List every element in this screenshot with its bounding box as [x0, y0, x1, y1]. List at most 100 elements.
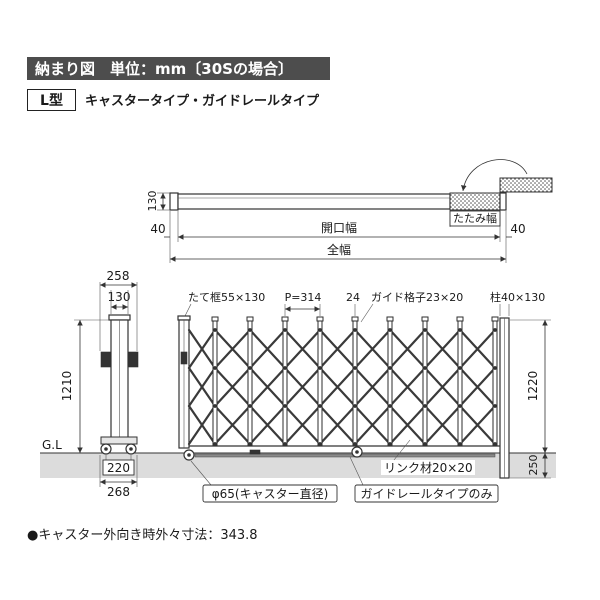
lattice-bar-cap	[211, 316, 219, 322]
lattice-pivot	[493, 404, 497, 408]
lattice-pivot	[353, 366, 357, 370]
lattice-pivot	[423, 366, 427, 370]
lattice-bar-cap	[281, 316, 289, 322]
lattice-link	[248, 328, 287, 370]
lattice-vertical-bar	[352, 320, 358, 447]
lattice-pivot	[353, 404, 357, 408]
side-height-label: 1210	[60, 371, 74, 402]
ground-level-label: G.L	[42, 438, 62, 452]
caster-label-frame	[202, 484, 338, 503]
type-badge-frame	[27, 89, 76, 111]
lattice-link	[353, 404, 392, 446]
lattice-pivot	[458, 366, 462, 370]
header-bar	[27, 57, 330, 80]
gap-label: 24	[346, 291, 360, 304]
lattice-pivot	[493, 442, 497, 446]
embed-depth-label: 250	[527, 455, 540, 476]
lattice-pivot	[493, 328, 497, 332]
type-row: L型 キャスタータイプ・ガイドレールタイプ	[27, 89, 320, 111]
front-caster-middle-hub	[355, 450, 359, 454]
stile-handle	[180, 351, 188, 365]
type-description: キャスタータイプ・ガイドレールタイプ	[85, 94, 320, 109]
lattice-pivot	[248, 366, 252, 370]
lattice-vertical-bar	[212, 320, 218, 447]
lattice-pivot	[213, 366, 217, 370]
lattice-pivot	[213, 442, 217, 446]
lattice-link	[248, 366, 287, 408]
side-caster-left-hub	[104, 447, 108, 451]
side-post-cap	[108, 314, 131, 321]
lattice	[187, 316, 499, 447]
lattice-link	[388, 328, 427, 370]
post-label: 柱40×130	[490, 290, 545, 304]
side-bracket-left	[100, 351, 112, 368]
lattice-link	[318, 366, 357, 408]
lattice-pivot	[318, 404, 322, 408]
front-caster-left-hub	[187, 453, 191, 457]
lattice-link	[458, 366, 497, 408]
lattice-vertical-bar	[282, 320, 288, 447]
lattice-link	[353, 366, 392, 408]
footnote: ●キャスター外向き時外々寸法：343.8	[27, 527, 258, 543]
side-base-outer-label: 268	[107, 485, 130, 499]
plan-swing-arrow	[461, 159, 528, 192]
lattice-bar-cap	[456, 316, 464, 322]
rail-label-frame	[354, 484, 499, 503]
plan-folded-width-label: たたみ幅	[453, 212, 497, 225]
plan-opening-width-label: 開口幅	[321, 220, 357, 235]
lattice-bar-cap	[246, 316, 254, 322]
lattice-pivot	[248, 442, 252, 446]
lattice-pivot	[353, 328, 357, 332]
lattice-pivot	[388, 328, 392, 332]
lattice-bar-cap	[316, 316, 324, 322]
lattice-link	[248, 404, 287, 446]
lattice-pivot	[213, 328, 217, 332]
lattice-link	[388, 404, 427, 446]
lattice-pivot	[318, 442, 322, 446]
lattice-pivot	[423, 404, 427, 408]
link-leader	[393, 439, 411, 461]
lattice-link	[423, 328, 462, 370]
lattice-vertical-bar	[247, 320, 253, 447]
post-height-label: 1220	[526, 371, 540, 402]
lattice-link	[458, 328, 497, 370]
side-base-inner-frame	[102, 459, 135, 476]
lattice-bar-cap	[421, 316, 429, 322]
lattice-pivot	[423, 442, 427, 446]
lattice-pivot	[318, 328, 322, 332]
lattice-link	[353, 328, 392, 370]
plan-overall-width-label: 全幅	[327, 242, 351, 257]
lattice-pivot	[248, 404, 252, 408]
lattice-bar-cap	[491, 316, 499, 322]
plan-folded-area	[449, 192, 501, 211]
plan-depth-label: 130	[146, 191, 159, 212]
lattice-link	[283, 328, 322, 370]
guide-rail	[194, 453, 496, 458]
lattice-pivot	[388, 404, 392, 408]
guide-lattice-leader	[360, 303, 374, 323]
link-label-bg	[381, 460, 475, 475]
lattice-link	[318, 404, 357, 446]
guide-lattice-label: ガイド格子23×20	[371, 290, 463, 304]
lattice-vertical-bar	[422, 320, 428, 447]
plan-swung-folded-area	[499, 177, 553, 193]
side-base-inner-label: 220	[107, 461, 130, 475]
plan-left-post	[169, 192, 179, 211]
rail-leader	[349, 456, 364, 486]
lattice-pivot	[283, 366, 287, 370]
lattice-link	[388, 366, 427, 408]
lattice-vertical-bar	[492, 320, 498, 447]
lattice-bar-cap	[351, 316, 359, 322]
lattice-link	[318, 328, 357, 370]
lattice-pivot	[458, 328, 462, 332]
lattice-vertical-bar	[317, 320, 323, 447]
lattice-link	[423, 404, 462, 446]
lattice-pivot	[458, 404, 462, 408]
front-view: たて框55×130 P=314 24 ガイド格子23×20 柱40×130	[177, 290, 551, 503]
stile-cap	[177, 315, 191, 321]
header: 納まり図 単位：mm〔30Sの場合〕	[27, 57, 330, 80]
lattice-link	[213, 404, 252, 446]
lattice-link	[213, 366, 252, 408]
side-base-plate	[100, 436, 138, 445]
lattice-link	[187, 366, 217, 408]
